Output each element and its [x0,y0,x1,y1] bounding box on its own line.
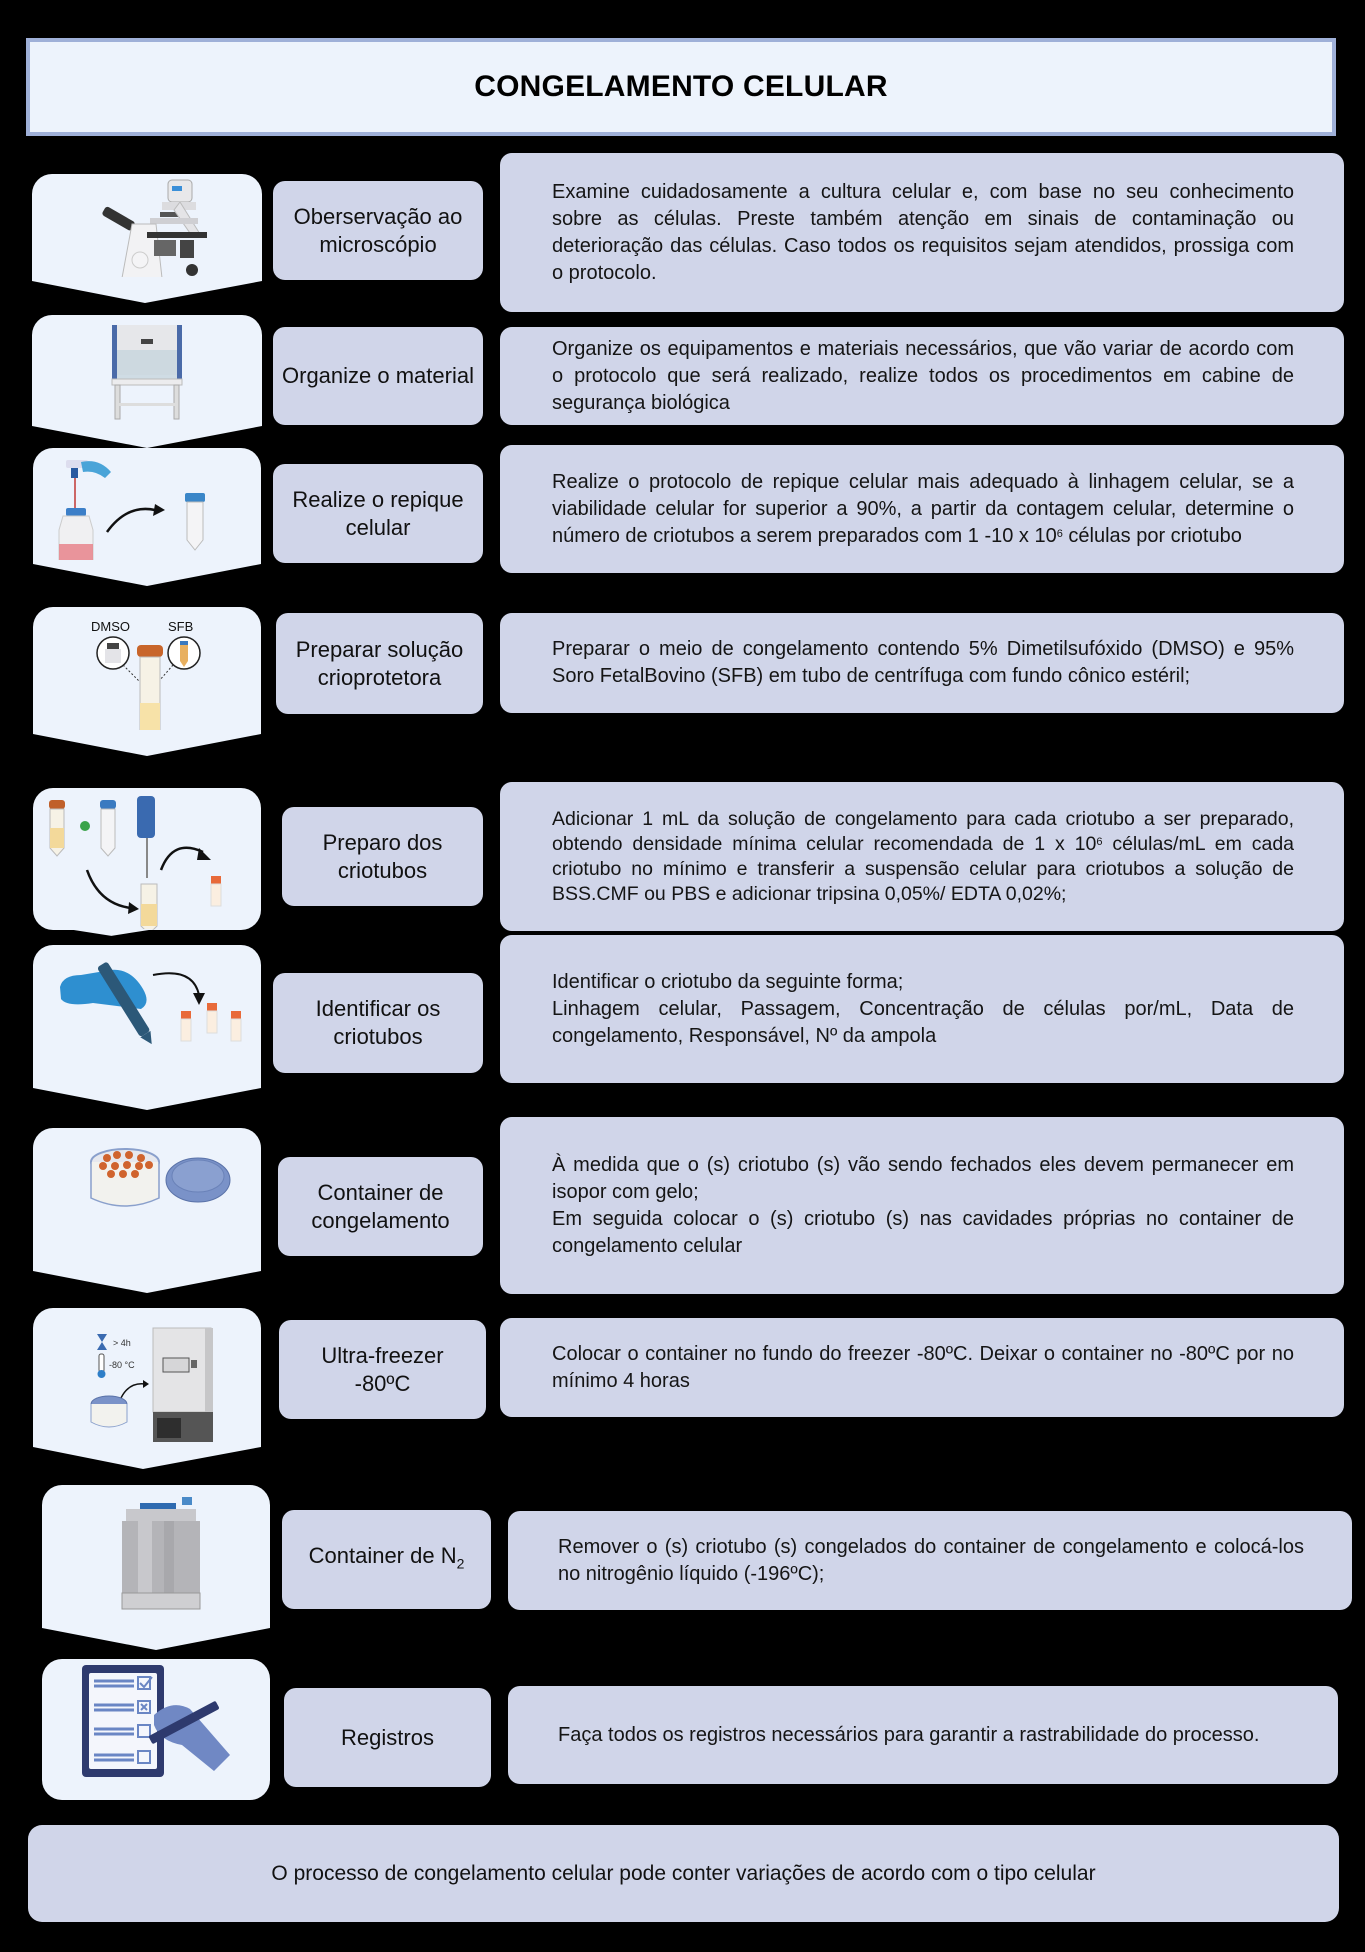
step-1-description-text: Examine cuidadosamente a cultura celular… [552,180,1294,284]
inverted-microscope-icon [102,179,207,278]
hourglass-icon [97,1334,107,1350]
step-9-icon-panel [42,1485,270,1650]
step-3-description-text: Realize o protocolo de repique celular m… [552,470,1294,547]
step-5-label: Preparo dos criotubos [282,807,483,906]
step-8-label: Ultra-freezer -80ºC [279,1320,486,1419]
step-6-label: Identificar os criotubos [273,973,483,1073]
step-1-icon-panel [32,174,262,303]
step-5-label-text: Preparo dos criotubos [322,829,443,883]
step-7-label: Container de congelamento [278,1157,483,1256]
step-9-description: Remover o (s) criotubo (s) congelados do… [508,1511,1352,1610]
step-8-description: Colocar o container no fundo do freezer … [500,1318,1344,1417]
step-8-description-text: Colocar o container no fundo do freezer … [552,1342,1294,1392]
step-4-description-text: Preparar o meio de congelamento contendo… [552,638,1294,687]
pipette-cryotube-icon [49,796,222,930]
step-6-label-text: Identificar os criotubos [315,996,441,1049]
step-4-label-text: Preparar solução crioprotetora [295,636,464,690]
step-9-label-text: Container de N2 [308,1542,465,1572]
step-1-label-text: Oberservação ao microscópio [293,203,463,257]
step-4-icon-panel: DMSO SFB [33,607,261,756]
step-8-icon-panel: > 4h -80 °C [33,1308,261,1469]
footer-note-text: O processo de congelamento celular pode … [271,1861,1096,1885]
step-3-description: Realize o protocolo de repique celular m… [500,445,1344,573]
step-9-label: Container de N2 [282,1510,491,1609]
thermometer-icon [97,1353,106,1378]
title-banner: CONGELAMENTO CELULAR [26,38,1336,136]
step-10-label-text: Registros [341,1724,434,1750]
checklist-record-icon [82,1665,230,1777]
step-5-icon-panel [33,788,261,936]
step-5-description-text: Adicionar 1 mL da solução de congelament… [552,807,1295,905]
step-7-icon-panel [33,1128,261,1293]
svg-text:SFB: SFB [168,619,193,634]
step-7-description-line-2: Em seguida colocar o (s) criotubo (s) na… [552,1207,1294,1257]
flask-to-tube-icon [58,460,205,561]
svg-text:> 4h: > 4h [113,1338,131,1348]
hand-pen-label-icon [60,962,242,1045]
step-8-label-text: Ultra-freezer -80ºC [321,1342,444,1396]
step-2-label: Organize o material [273,327,483,425]
step-10-description-text: Faça todos os registros necessários para… [558,1723,1260,1746]
step-2-description-text: Organize os equipamentos e materiais nec… [552,337,1294,414]
freezing-container-icon [90,1148,231,1207]
step-2-label-text: Organize o material [282,363,474,388]
step-3-icon-panel [33,448,261,586]
step-6-description: Identificar o criotubo da seguinte forma… [500,935,1344,1083]
step-10-description: Faça todos os registros necessários para… [508,1686,1338,1784]
step-7-label-text: Container de congelamento [311,1179,450,1233]
step-10-icon-panel [42,1659,270,1800]
footer-note: O processo de congelamento celular pode … [28,1825,1339,1922]
liquid-nitrogen-tank-icon [121,1497,201,1610]
step-1-label: Oberservação ao microscópio [273,181,483,280]
svg-text:-80 °C: -80 °C [109,1360,135,1370]
step-9-description-text: Remover o (s) criotubo (s) congelados do… [558,1535,1304,1585]
page-title: CONGELAMENTO CELULAR [474,70,888,103]
step-4-description: Preparar o meio de congelamento contendo… [500,613,1344,713]
step-6-icon-panel [33,945,261,1110]
step-2-description: Organize os equipamentos e materiais nec… [500,327,1344,425]
step-3-label-text: Realize o repique celular [292,486,464,540]
dmso-sfb-tube-icon: DMSO SFB [91,619,201,731]
svg-text:DMSO: DMSO [91,619,130,634]
step-3-label: Realize o repique celular [273,464,483,563]
step-1-description: Examine cuidadosamente a cultura celular… [500,153,1344,312]
step-4-label: Preparar solução crioprotetora [276,613,483,714]
step-6-description-line-1: Identificar o criotubo da seguinte forma… [552,970,904,993]
biosafety-cabinet-icon [111,325,183,420]
step-5-description: Adicionar 1 mL da solução de congelament… [500,782,1344,931]
step-7-description-line-1: À medida que o (s) criotubo (s) vão send… [552,1153,1294,1203]
step-7-description: À medida que o (s) criotubo (s) vão send… [500,1117,1344,1294]
ultra-freezer-icon: > 4h -80 °C [90,1327,213,1442]
step-6-description-line-2: Linhagem celular, Passagem, Concentração… [552,997,1294,1047]
step-2-icon-panel [32,315,262,448]
step-10-label: Registros [284,1688,491,1787]
